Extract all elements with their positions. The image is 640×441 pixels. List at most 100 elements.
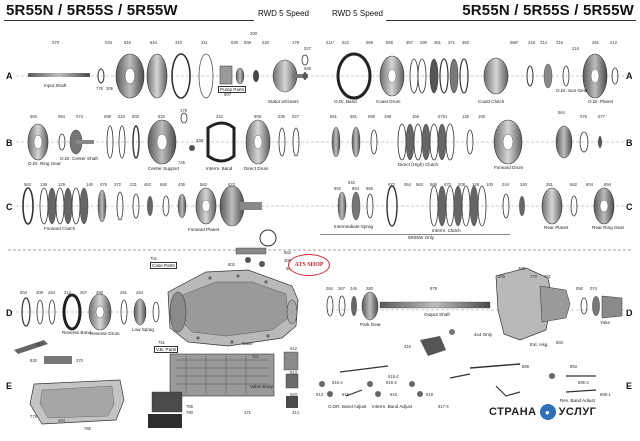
coast-clutch-pack <box>409 58 469 94</box>
part-number: 908 <box>254 114 261 119</box>
part-number: 786 <box>186 404 193 409</box>
label-input-shaft: Input Shaft <box>44 83 67 88</box>
part-number: 913 <box>290 370 297 375</box>
part-number: 290 <box>96 290 103 295</box>
part-number: 371 <box>244 410 251 415</box>
subtitle-right: RWD 5 Speed <box>332 9 383 18</box>
label-low-sprag: Low Sprag <box>132 327 154 332</box>
row-letter-b-left: B <box>6 138 13 148</box>
part-number: 817 <box>36 342 43 347</box>
part-number: 751 <box>158 340 165 345</box>
row-d-left-parts <box>16 293 160 331</box>
label-reverse-drum: Reverse Drum <box>90 331 120 336</box>
part-number: 561 <box>350 114 357 119</box>
subtitle-left: RWD 5 Speed <box>258 9 309 18</box>
row-c-parts <box>16 185 632 235</box>
part-number: 893 <box>556 340 563 345</box>
part-number: 076 <box>100 182 107 187</box>
label-4x4-only: 4x4 Only <box>474 332 493 337</box>
park-gear-part <box>361 291 379 321</box>
part-number: 264 <box>48 290 55 295</box>
part-number: 371 <box>448 40 455 45</box>
part-number: 916-3 <box>386 380 397 385</box>
part-number: 692 <box>160 182 167 187</box>
part-number: 893 <box>570 364 577 369</box>
row-letter-e-right: E <box>626 381 633 391</box>
interm-band-part <box>206 121 236 163</box>
strana-uslug-watermark: СТРАНА ● УСЛУГ <box>486 402 600 422</box>
part-number: 310 <box>175 40 182 45</box>
label-intermediate-sprag: Intermediate Sprag <box>334 224 374 229</box>
part-number: 895-3 <box>578 380 589 385</box>
label-od-band: O.Dr. Band <box>334 99 357 104</box>
part-number: 776 <box>96 86 103 91</box>
header-divider-left <box>4 20 254 21</box>
part-number: 438 <box>196 138 203 143</box>
rear-planet-part <box>541 187 563 225</box>
part-number: 290 <box>420 40 427 45</box>
part-number: 198 <box>384 114 391 119</box>
label-rear-ring-gear: Rear Ring Gear <box>592 225 625 230</box>
part-number: 895-1 <box>600 392 611 397</box>
transmission-case <box>167 229 299 347</box>
label-interm-band-adjust: Interm. Band Adjust <box>372 404 413 409</box>
part-number: 223 <box>118 114 125 119</box>
label-od-band-adjust: O.DR. Band Adjust <box>328 404 367 409</box>
part-number: 308 <box>284 258 291 263</box>
part-number: 561 <box>330 114 337 119</box>
part-number: 564 <box>558 110 565 115</box>
label-pump-parts: Pump Parts <box>218 86 246 93</box>
part-number: 261 <box>592 40 599 45</box>
part-number: 140 <box>86 182 93 187</box>
part-number: 129 <box>58 182 65 187</box>
part-number: 562 <box>284 250 291 255</box>
ats-shop-logo: ATS SHOP <box>288 254 330 276</box>
ext-hsg-part <box>495 267 553 341</box>
pump-parts-box <box>219 65 233 85</box>
coast-clutch-hub <box>483 57 509 95</box>
part-number: 409 <box>36 290 43 295</box>
part-number: 781 <box>544 274 551 279</box>
part-number: 889 <box>522 364 529 369</box>
o-ring-311 <box>198 53 214 99</box>
part-number: 106 <box>478 114 485 119</box>
label-ext-hsg: Ext. Hsg. <box>530 342 549 347</box>
part-number: 214 <box>540 40 547 45</box>
row-letter-c-right: C <box>626 202 633 212</box>
part-number: 200 <box>498 274 505 279</box>
seal-ring-034 <box>97 68 105 84</box>
part-number: 570 <box>444 182 451 187</box>
part-number: 280 <box>366 286 373 291</box>
label-stator-w-gears: Stator w/Gears <box>268 99 299 104</box>
part-number: 916-2 <box>332 380 343 385</box>
part-number: 126 <box>462 114 469 119</box>
part-number: 212 <box>64 290 71 295</box>
part-number: 916 <box>390 392 397 397</box>
part-number: 208 <box>458 182 465 187</box>
label-5r55w-only: 5R55W Only <box>408 235 435 240</box>
part-number: 820 <box>30 358 37 363</box>
part-number: 211* <box>326 40 335 45</box>
label-reverse-band: Reverse Band <box>62 330 92 335</box>
part-number: 623 <box>228 182 235 187</box>
part-number: 156 <box>412 114 419 119</box>
part-number: 620 <box>158 114 165 119</box>
label-coast-drum: Coast Drum <box>376 99 401 104</box>
part-number: 251 <box>546 182 553 187</box>
title-left: 5R55N / 5R55S / 5R55W <box>6 2 178 19</box>
part-438 <box>189 145 195 151</box>
part-number: 842 <box>348 180 355 185</box>
part-number: 865 <box>366 186 373 191</box>
part-number: 915 <box>342 392 349 397</box>
label-case: Case <box>242 341 253 346</box>
row-letter-e-left: E <box>6 381 13 391</box>
part-number: 306 <box>106 86 113 91</box>
part-number: 562 <box>570 182 577 187</box>
part-number: 267 <box>338 286 345 291</box>
part-number: 070 <box>52 40 59 45</box>
part-number: 022 <box>342 40 349 45</box>
part-number: 802 <box>228 262 235 267</box>
part-number: 069 <box>368 114 375 119</box>
part-number: 100 <box>486 182 493 187</box>
part-number: 311 <box>201 40 208 45</box>
